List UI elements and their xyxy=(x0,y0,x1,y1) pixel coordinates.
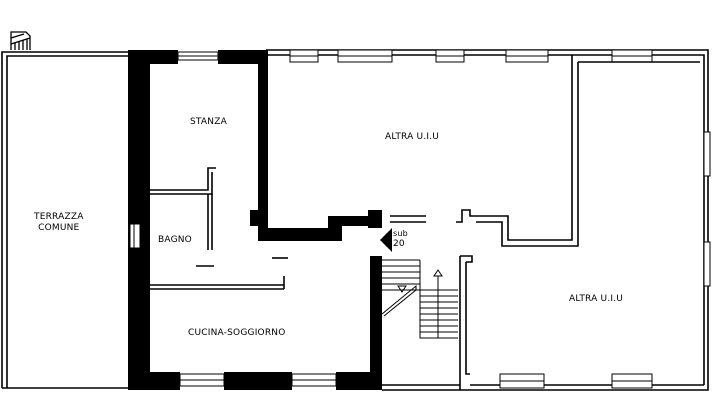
sub-marker-icon xyxy=(380,228,392,252)
terrace-label-line2: COMUNE xyxy=(38,223,80,233)
kitchen-living-label: CUCINA-SOGGIORNO xyxy=(188,328,286,338)
entrance-stair-icon xyxy=(10,31,31,50)
terrace-label-line1: TERRAZZA xyxy=(34,212,84,222)
bathroom-window xyxy=(129,223,141,249)
interior-partitions xyxy=(150,167,288,290)
bedroom-label: STANZA xyxy=(190,117,227,127)
other-unit-right-label: ALTRA U.I.U xyxy=(569,294,624,304)
sub-marker-prefix: sub xyxy=(393,229,408,238)
other-unit-top-label: ALTRA U.I.U xyxy=(385,132,440,142)
other-unit-partitions xyxy=(390,55,700,390)
sub-marker-number: 20 xyxy=(393,239,405,249)
apartment-windows xyxy=(177,51,337,387)
sub-marker-label: sub 20 xyxy=(393,229,408,249)
bathroom-label: BAGNO xyxy=(158,235,192,245)
terrace-label: TERRAZZA COMUNE xyxy=(34,212,84,234)
terrace-outline xyxy=(1,51,130,389)
building-windows xyxy=(289,49,711,389)
staircase xyxy=(381,259,458,339)
apartment-walls xyxy=(128,50,382,390)
